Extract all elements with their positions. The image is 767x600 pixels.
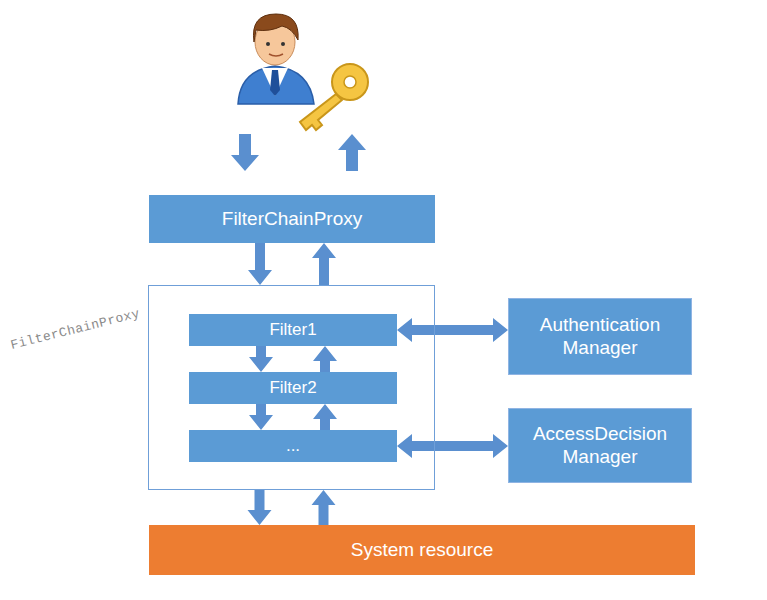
manager-box: AccessDecision Manager [508, 408, 692, 483]
response-arrow [338, 134, 366, 171]
key-icon [300, 64, 368, 130]
filter-box: Filter1 [189, 314, 397, 346]
flow-arrow [313, 404, 337, 430]
manager-box: Authentication Manager [508, 298, 692, 375]
node-label: ... [286, 436, 300, 456]
two-way-arrow [397, 318, 508, 342]
watermark-label: FilterChainProxy [9, 306, 142, 353]
node-label: Filter1 [269, 320, 316, 340]
filter-box: ... [189, 430, 397, 462]
flow-arrow [248, 490, 272, 525]
filter-chain-container: FilterChainProxyFilter1Filter2... [148, 285, 435, 490]
flow-arrow [312, 243, 336, 285]
filter-box: Filter2 [189, 372, 397, 404]
two-way-arrow [397, 434, 508, 458]
node-label: FilterChainProxy [222, 208, 362, 231]
node-label: Authentication Manager [519, 314, 681, 360]
flow-arrow [249, 346, 273, 372]
request-arrow [231, 134, 259, 171]
node-label: System resource [351, 539, 494, 562]
flow-arrow [248, 243, 272, 285]
proxy-box: FilterChainProxy [149, 195, 435, 243]
flow-arrow [313, 346, 337, 372]
flow-arrow [249, 404, 273, 430]
user-icon [238, 14, 314, 104]
node-label: Filter2 [269, 378, 316, 398]
resource-band: System resource [149, 525, 695, 575]
node-label: AccessDecision Manager [519, 423, 681, 469]
flow-arrow [312, 490, 336, 525]
